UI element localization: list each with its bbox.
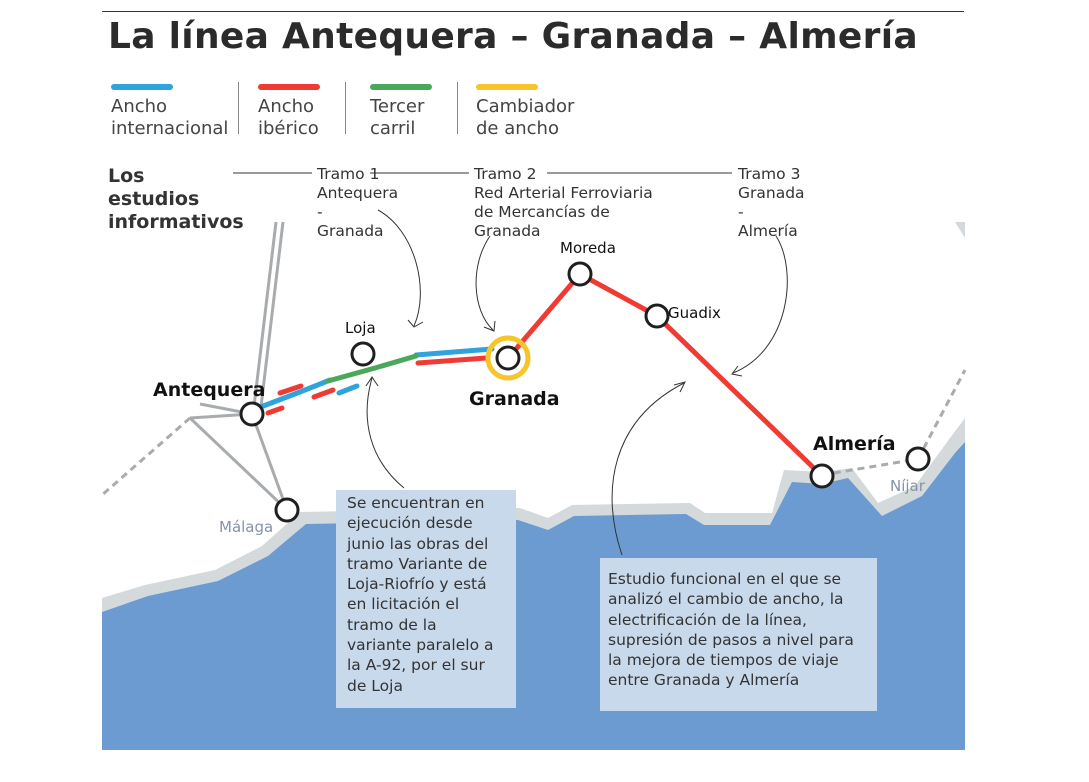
station-marker-loja	[350, 341, 376, 367]
note-line: electrificación de la línea,	[608, 610, 807, 629]
note-line: junio las obras del	[347, 534, 489, 553]
station-label-granada: Granada	[469, 388, 560, 410]
legend-divider	[457, 82, 458, 134]
tramo-line: Tramo 3	[738, 165, 801, 183]
legend-swatch-international	[111, 84, 173, 90]
station-marker-granada	[495, 345, 521, 371]
legend-label: Ancho	[258, 96, 315, 117]
note-line: tramo Variante de	[347, 554, 488, 573]
tramo-line: Granada	[317, 222, 384, 240]
legend-label: Ancho	[111, 96, 168, 117]
note-line: Se encuentran en	[347, 494, 485, 512]
gauge-changer-ring	[485, 335, 531, 381]
dashed-rail-lines	[101, 369, 967, 497]
note-line: Loja-Riofrío y está	[347, 575, 487, 594]
legend-label: carril	[370, 118, 416, 139]
station-label-guadix: Guadix	[668, 304, 721, 322]
note-line: en licitación el	[347, 595, 460, 614]
station-label-malaga: Málaga	[219, 518, 274, 536]
station-marker-guadix	[644, 303, 670, 329]
station-marker-nijar	[905, 446, 931, 472]
studies-heading: Los estudios informativos	[108, 165, 244, 234]
third-rail-line	[325, 353, 419, 384]
almeria-study-note: Estudio funcional en el que se analizó e…	[600, 558, 877, 711]
tramo-line: Red Arterial Ferroviaria	[474, 184, 653, 202]
station-markers	[239, 261, 931, 523]
note-line: analizó el cambio de ancho, la	[608, 590, 844, 609]
tramo-line: de Mercancías de	[474, 203, 610, 221]
international-gauge-line	[255, 346, 495, 411]
tramo-line: Antequera	[317, 184, 399, 202]
note-line: supresión de pasos a nivel para	[608, 630, 854, 649]
tramo-line: -	[317, 203, 323, 221]
legend-label: internacional	[111, 118, 229, 139]
station-marker-moreda	[567, 261, 593, 287]
legend-label: de ancho	[476, 118, 559, 139]
legend-item-international: Ancho internacional	[111, 84, 228, 140]
studies-heading-line: Los	[108, 165, 145, 187]
legend-swatch-gauge-changer	[476, 84, 538, 90]
iberian-gauge-line	[265, 270, 825, 479]
note-line: la mejora de tiempos de viaje	[608, 651, 839, 670]
right-edge-band	[955, 222, 965, 238]
station-label-almeria: Almería	[813, 433, 896, 455]
legend-divider	[345, 82, 346, 134]
tramo-line: -	[738, 203, 744, 221]
note-line: ejecución desde	[347, 514, 473, 533]
loja-variant-note: Se encuentran en ejecución desde junio l…	[336, 490, 516, 708]
note-line: entre Granada y Almería	[608, 671, 800, 690]
note-line: de Loja	[347, 676, 403, 695]
legend-swatch-third-rail	[370, 84, 432, 90]
station-label-nijar: Níjar	[890, 477, 925, 495]
note-line: la A-92, por el sur	[347, 656, 485, 675]
tramo-line: Tramo 2	[474, 165, 537, 183]
tramo-line: Tramo 1	[317, 165, 380, 183]
tramo-1-label: Tramo 1 Antequera - Granada	[317, 165, 398, 241]
station-marker-antequera	[239, 401, 265, 427]
legend-label: Tercer	[370, 96, 425, 117]
station-label-antequera: Antequera	[153, 379, 266, 401]
note-line: variante paralelo a	[347, 636, 494, 655]
legend-item-iberian: Ancho ibérico	[258, 84, 320, 140]
legend-label: Cambiador	[476, 96, 575, 117]
tramo-3-label: Tramo 3 Granada - Almería	[738, 165, 805, 241]
station-marker-malaga	[274, 497, 300, 523]
station-marker-almeria	[809, 463, 835, 489]
annotation-arrows	[365, 209, 788, 556]
tramo-2-label: Tramo 2 Red Arterial Ferroviaria de Merc…	[474, 165, 653, 241]
legend-item-gauge-changer: Cambiador de ancho	[476, 84, 574, 140]
legend-swatch-iberian	[258, 84, 320, 90]
tramo-line: Granada	[738, 184, 805, 202]
other-rail-lines	[188, 221, 289, 512]
tramo-line: Almería	[738, 222, 798, 240]
studies-heading-line: informativos	[108, 211, 244, 233]
legend-item-third-rail: Tercer carril	[370, 84, 432, 140]
studies-heading-line: estudios	[108, 188, 200, 210]
legend-label: ibérico	[258, 118, 319, 139]
note-line: Estudio funcional en el que se	[608, 570, 842, 588]
legend-divider	[238, 82, 239, 134]
tramo-line: Granada	[474, 222, 541, 240]
station-label-moreda: Moreda	[560, 239, 616, 257]
note-line: tramo de la	[347, 615, 437, 634]
station-label-loja: Loja	[345, 319, 376, 337]
top-rule	[102, 11, 964, 12]
page-title: La línea Antequera – Granada – Almería	[108, 16, 918, 57]
